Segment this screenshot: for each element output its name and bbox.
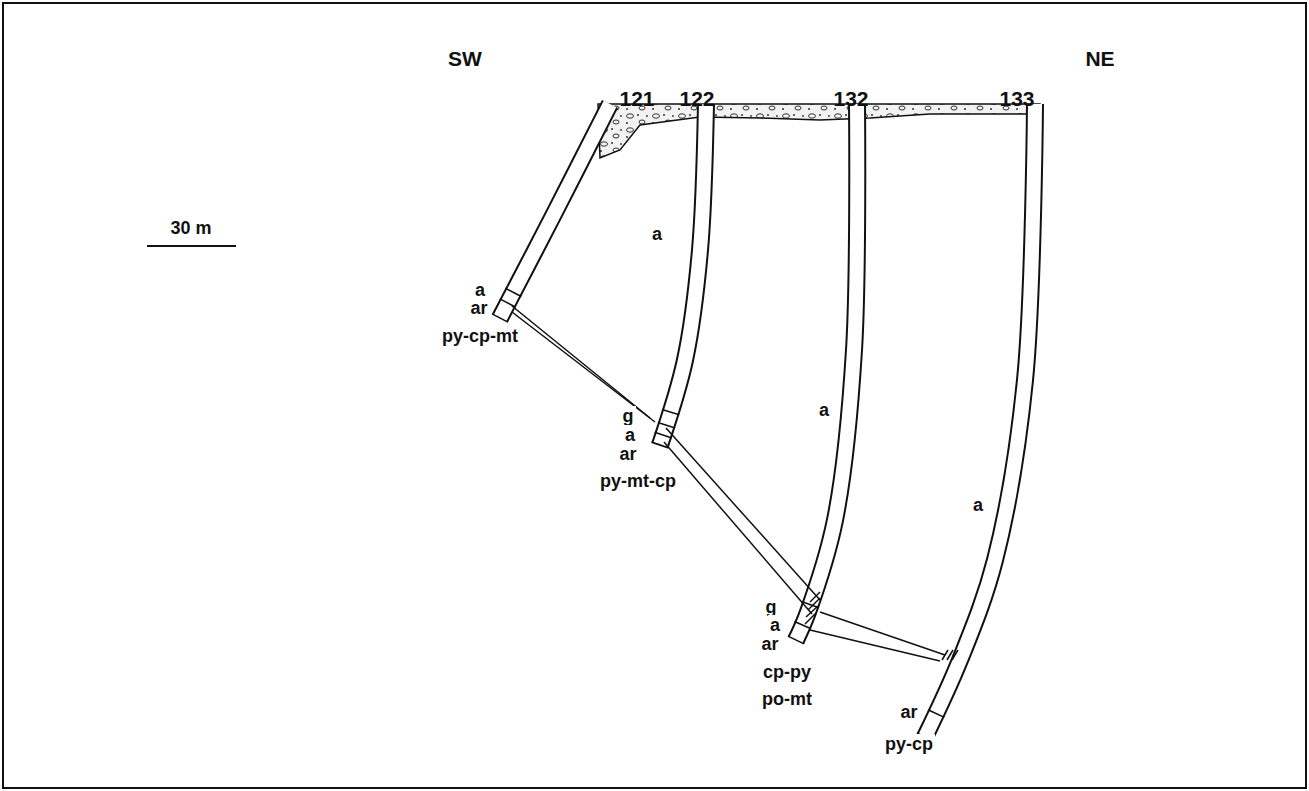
interval-mark — [794, 622, 811, 629]
unit-label: g — [764, 597, 779, 617]
direction-label: NE — [1083, 47, 1116, 70]
unit-label: a — [971, 495, 985, 515]
unit-label: ar — [759, 634, 780, 654]
unit-label: cp-py — [761, 662, 813, 682]
overburden-layer — [598, 104, 1040, 158]
unit-label: a — [623, 425, 637, 445]
drill-hole-core — [925, 104, 1035, 737]
drill-hole-core — [660, 104, 706, 445]
drill-hole — [660, 104, 706, 445]
hatch-marks — [805, 592, 958, 660]
frame — [3, 3, 1306, 788]
hole-number: 133 — [997, 87, 1036, 110]
drill-hole — [796, 104, 857, 640]
unit-label: py-cp — [883, 734, 935, 754]
unit-label: ar — [898, 702, 919, 722]
interval-mark — [505, 288, 521, 296]
interval-mark — [500, 299, 516, 307]
unit-label: a — [650, 224, 664, 244]
interval-mark — [658, 423, 675, 428]
hole-number: 121 — [617, 87, 656, 110]
hole-number: 132 — [831, 87, 870, 110]
unit-label: a — [817, 400, 831, 420]
unit-label: po-mt — [760, 689, 814, 709]
hole-number: 122 — [677, 87, 716, 110]
drill-hole — [500, 104, 610, 318]
interval-mark — [788, 636, 804, 644]
unit-label: a — [473, 280, 487, 300]
drill-hole — [925, 104, 1035, 737]
interval-mark — [662, 409, 679, 414]
unit-label: ar — [468, 298, 489, 318]
drill-hole-core — [796, 104, 857, 640]
unit-label: g — [621, 406, 636, 426]
unit-label: py-mt-cp — [598, 471, 678, 491]
unit-label: a — [768, 615, 782, 635]
drill-hole-core — [500, 104, 610, 318]
interval-mark — [655, 432, 672, 438]
drill-holes — [492, 104, 1035, 741]
interval-mark — [928, 710, 944, 718]
interval-mark — [492, 314, 508, 322]
direction-label: SW — [446, 47, 484, 70]
unit-label: py-cp-mt — [440, 326, 520, 346]
unit-label: ar — [617, 444, 638, 464]
correlation-lines — [512, 306, 945, 661]
scale-bar — [147, 245, 236, 247]
scale-label: 30 m — [168, 218, 213, 238]
